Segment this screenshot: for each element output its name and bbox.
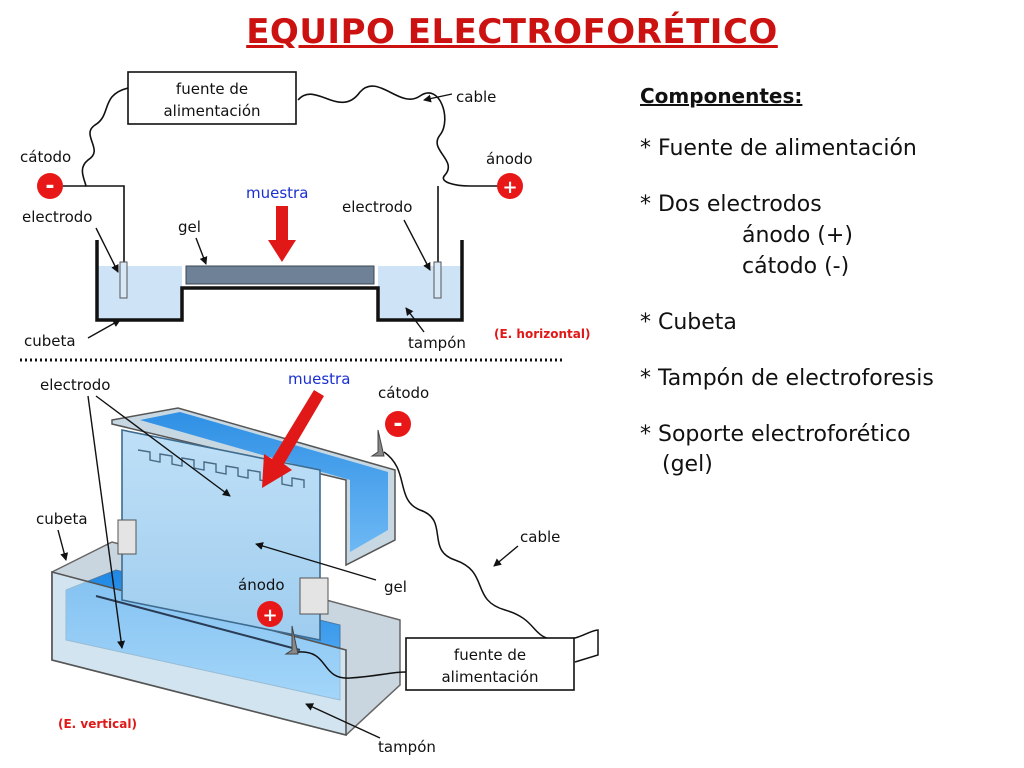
vertical-power-source-box: [405, 637, 575, 691]
power-source-label-line2: alimentación: [163, 102, 260, 120]
cable-label: cable: [456, 88, 496, 106]
anode-plus-circle: [497, 173, 523, 199]
vertical-sample-label: muestra: [288, 370, 350, 388]
component-cathode-sub: cátodo (-): [742, 254, 850, 279]
tank-label: cubeta: [24, 332, 76, 350]
vertical-electrode-wire: [95, 595, 301, 651]
buffer-fill: [97, 266, 462, 320]
vertical-caption: (E. vertical): [58, 717, 137, 731]
vertical-cathode-minus-sign: -: [393, 412, 402, 437]
components-list: Componentes: * Fuente de alimentación * …: [640, 84, 1010, 506]
anode-post: [284, 625, 299, 655]
power-source-box: [127, 71, 297, 125]
electrode-left: [119, 261, 128, 299]
vertical-gel-label: gel: [384, 578, 407, 596]
component-anode-sub: ánodo (+): [742, 223, 853, 248]
cathode-post: [370, 429, 385, 457]
gel-slab: [185, 265, 375, 285]
power-source-label-line1: fuente de: [176, 80, 248, 98]
horizontal-caption: (E. horizontal): [494, 327, 590, 341]
vertical-cathode-minus-circle: [385, 411, 411, 437]
gel-label: gel: [178, 218, 201, 236]
vertical-electrophoresis: - + fuente de alimentación electrodo mue…: [36, 370, 599, 756]
component-item-power: * Fuente de alimentación: [640, 136, 917, 161]
vertical-cathode-label: cátodo: [378, 384, 429, 402]
anode-plus-sign: +: [502, 177, 517, 198]
sample-arrow: [268, 206, 296, 262]
component-electrodes-label: * Dos electrodos: [640, 192, 822, 217]
cathode-label: cátodo: [20, 148, 71, 166]
page-title: EQUIPO ELECTROFORÉTICO: [246, 12, 778, 52]
horizontal-electrophoresis: fuente de alimentación - + cable cátodo …: [20, 71, 590, 352]
vertical-anode-label: ánodo: [238, 576, 285, 594]
vertical-cable-anode: [297, 651, 407, 679]
buffer-label: tampón: [408, 334, 466, 352]
cathode-minus-sign: -: [45, 174, 54, 199]
vertical-anode-plus-sign: +: [262, 605, 277, 626]
component-item-tank: * Cubeta: [640, 310, 737, 335]
vertical-upper-buffer: [140, 412, 388, 552]
cathode-minus-circle: [37, 173, 63, 199]
vertical-tank-label: cubeta: [36, 510, 88, 528]
components-heading: Componentes:: [640, 84, 803, 108]
vertical-cable-label: cable: [520, 528, 560, 546]
clamp-left: [117, 519, 137, 555]
component-item-electrodes: * Dos electrodos ánodo (+) cátodo (-): [640, 190, 1010, 282]
anode-label: ánodo: [486, 150, 533, 168]
vertical-power-source-line1: fuente de: [454, 646, 526, 664]
tank-walls: [95, 240, 464, 322]
vertical-anode-plus-circle: [257, 601, 283, 627]
sample-label: muestra: [246, 184, 308, 202]
vertical-cable-cathode: [383, 451, 599, 663]
component-support-line2: (gel): [662, 452, 713, 477]
vertical-power-source-line2: alimentación: [441, 668, 538, 686]
component-support-line1: * Soporte electroforético: [640, 422, 911, 447]
electrode-right: [433, 261, 442, 299]
component-item-support: * Soporte electroforético (gel): [640, 420, 1010, 480]
component-item-buffer: * Tampón de electroforesis: [640, 366, 934, 391]
clamp-right: [299, 577, 329, 615]
vertical-buffer-label: tampón: [378, 738, 436, 756]
vertical-sample-arrow: [262, 390, 324, 488]
vertical-electrode-label: electrodo: [40, 376, 110, 394]
electrode-left-label: electrodo: [22, 208, 92, 226]
electrode-right-label: electrodo: [342, 198, 412, 216]
